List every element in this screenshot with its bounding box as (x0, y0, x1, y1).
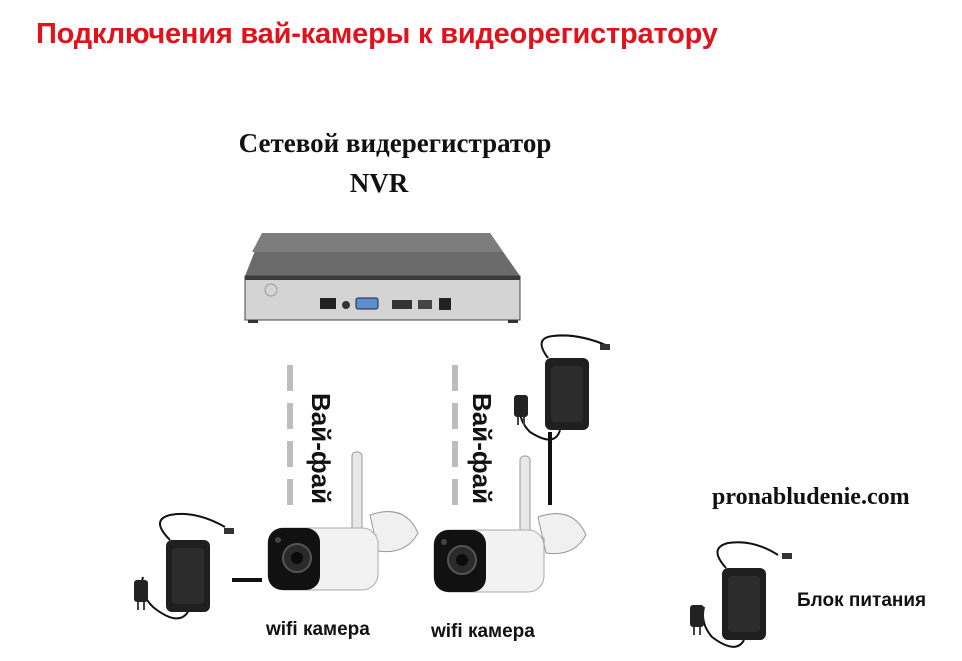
site-watermark: pronabludenie.com (712, 484, 910, 510)
wifi-camera-2 (433, 455, 587, 593)
page-title: Подключения вай-камеры к видеорегистрато… (36, 18, 718, 50)
power-adapter-legend (690, 541, 792, 648)
camera-label-1: wifi камера (266, 619, 370, 640)
wifi-label-2: Вай-фай (467, 393, 497, 505)
nvr-model-label: NVR (349, 168, 409, 198)
camera-label-2: wifi камера (431, 621, 535, 642)
power-adapter-2 (514, 334, 610, 441)
nvr-device (244, 233, 521, 323)
power-supply-label: Блок питания (797, 590, 927, 611)
wifi-camera-1 (267, 451, 419, 591)
power-adapter-1 (134, 512, 234, 620)
nvr-label: Сетевой видерегистратор (238, 128, 552, 158)
wifi-label-1: Вай-фай (306, 393, 336, 505)
